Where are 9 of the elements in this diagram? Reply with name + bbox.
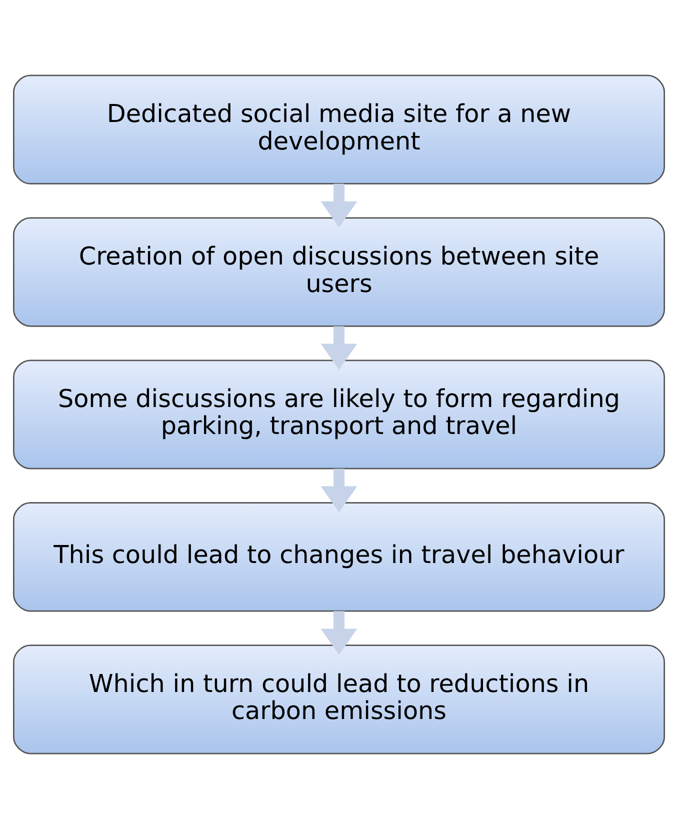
- node-box: Some discussions are likely to form regarding parking, transport and travel: [13, 360, 665, 470]
- arrow: [320, 611, 358, 655]
- node-box: Dedicated social media site for a new development: [13, 74, 665, 184]
- arrow: [320, 468, 358, 512]
- node-box: Which in turn could lead to reductions in carbon emissions: [13, 644, 665, 754]
- node-box: This could lead to changes in travel behaviour: [13, 502, 665, 612]
- arrow: [320, 326, 358, 370]
- node-box: Creation of open discussions between site users: [13, 217, 665, 327]
- arrow: [320, 184, 358, 228]
